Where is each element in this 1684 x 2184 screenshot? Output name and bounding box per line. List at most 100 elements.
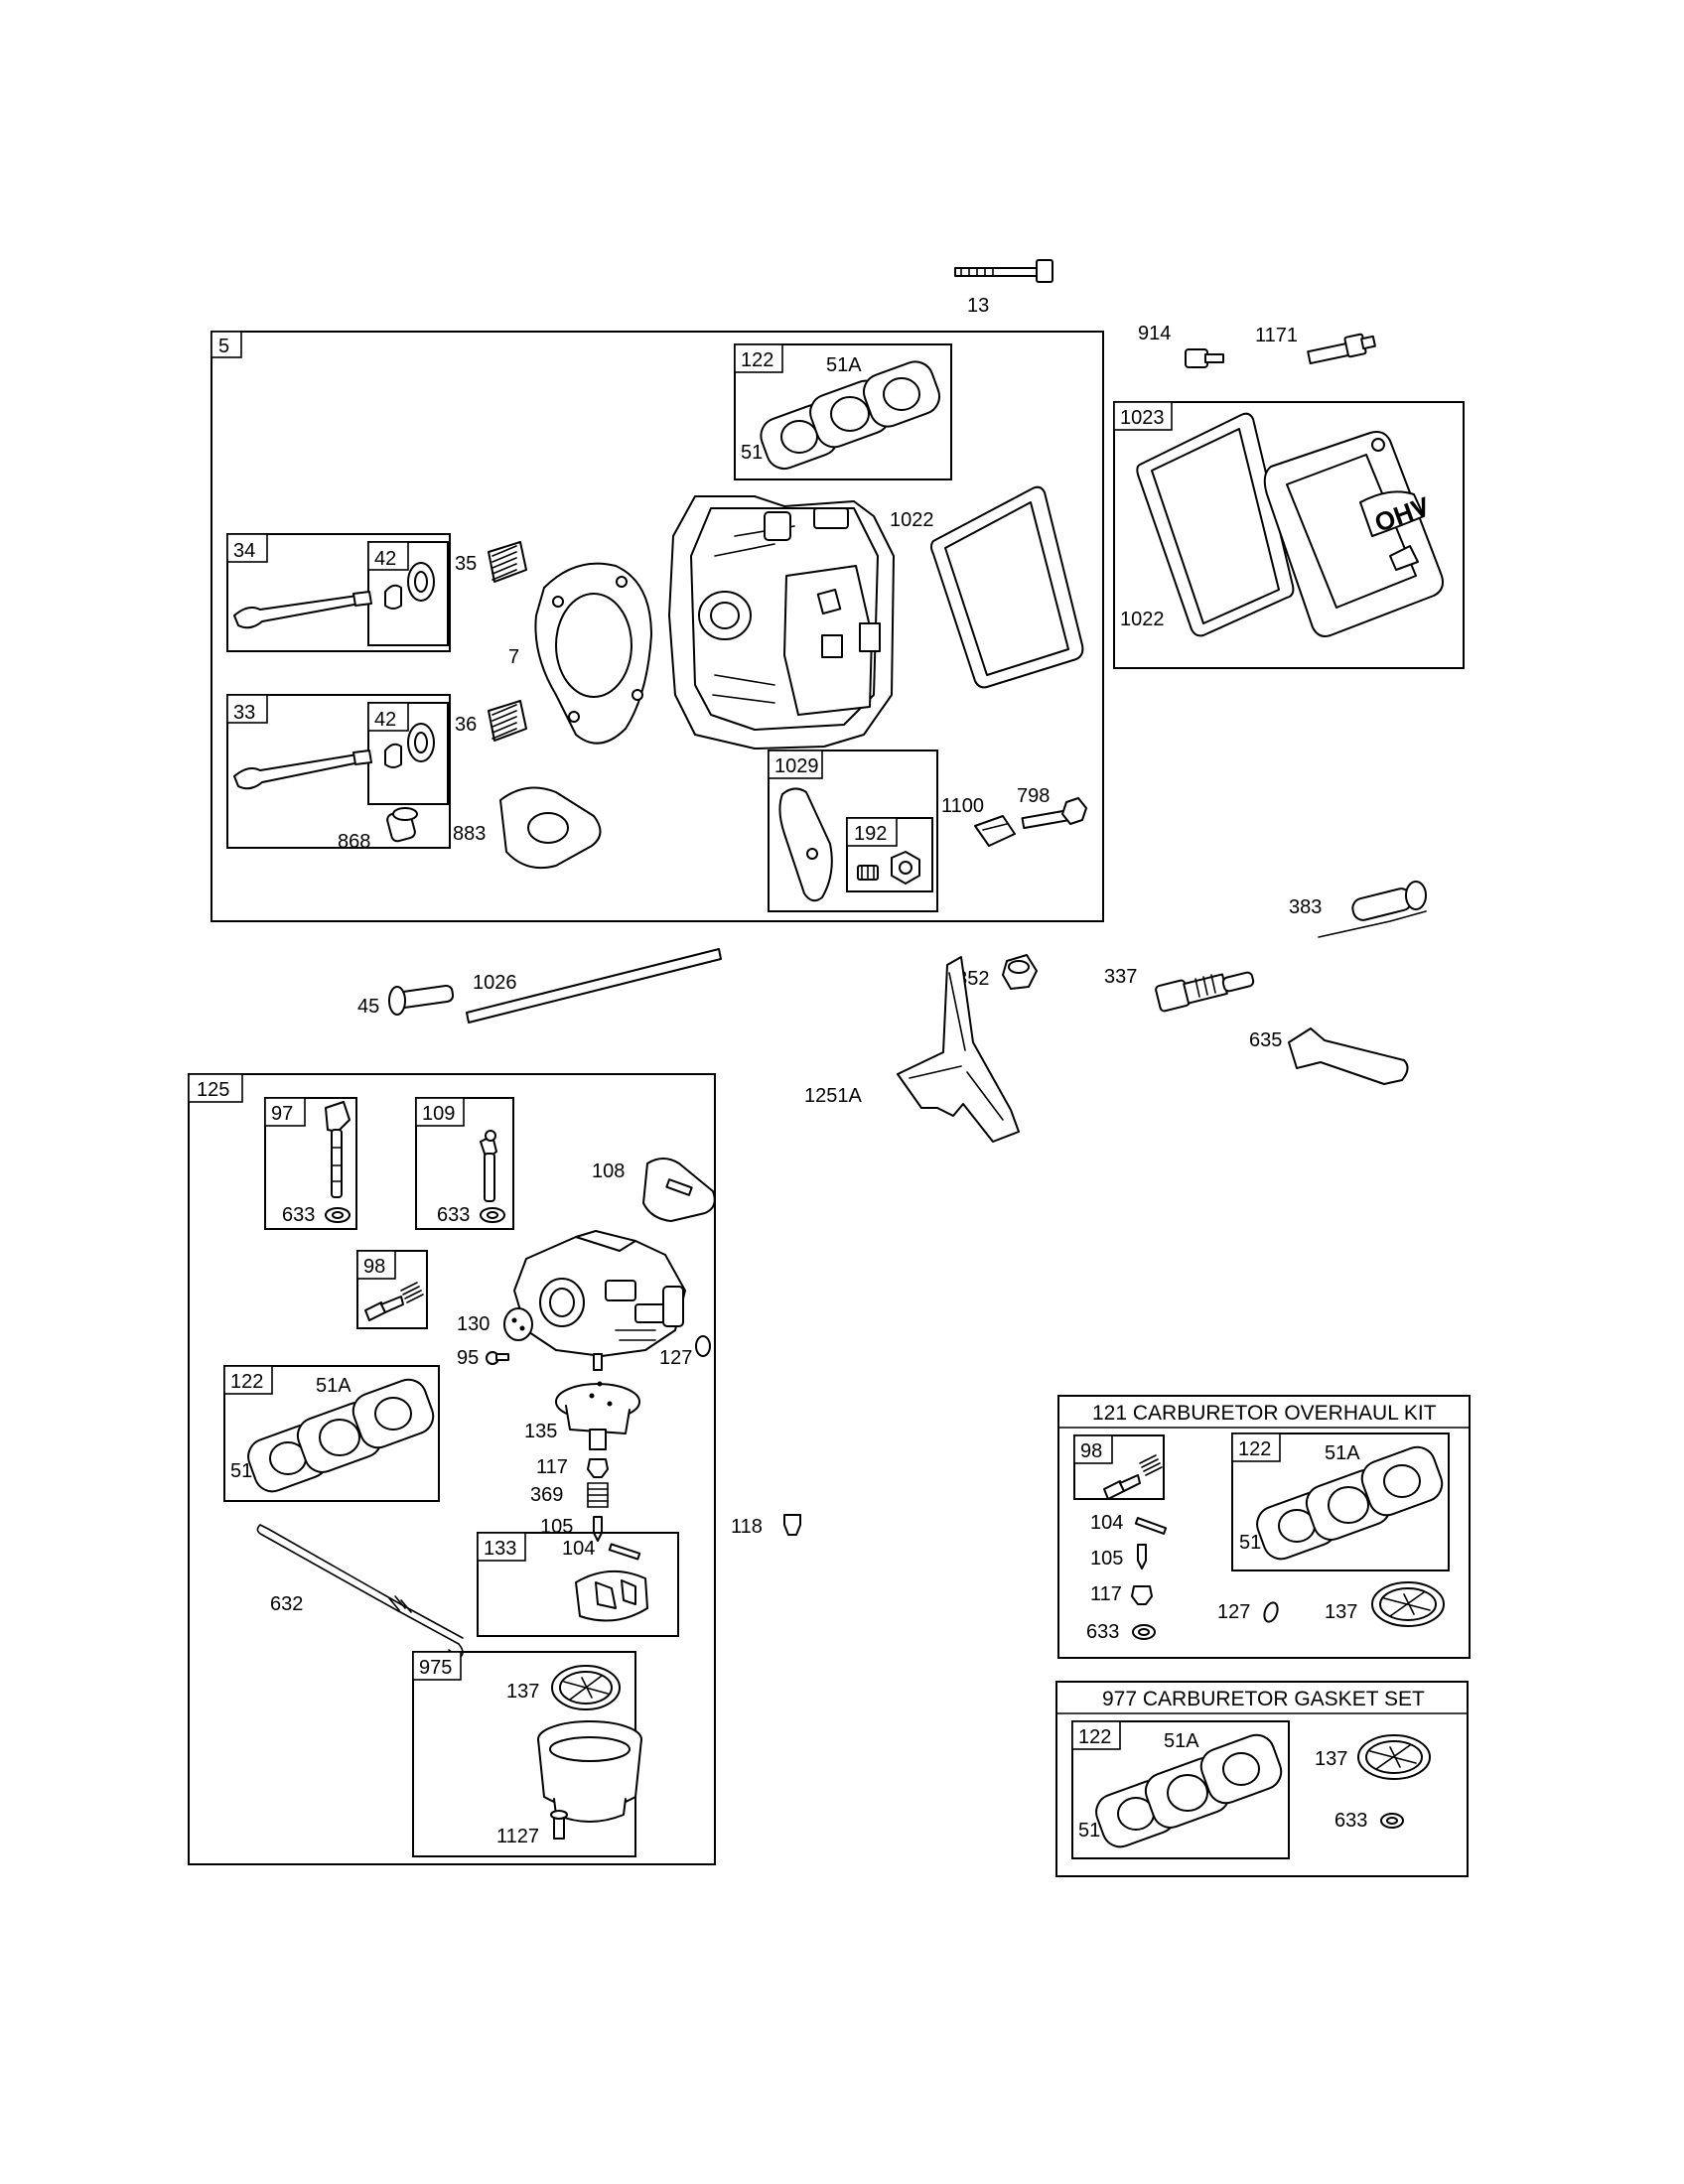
label-117-carb: 117 <box>536 1456 568 1478</box>
o-ring-127-b <box>1263 1601 1279 1623</box>
label-1251A: 1251A <box>804 1085 862 1107</box>
fuel-valve-135 <box>555 1381 640 1450</box>
label-1171: 1171 <box>1255 325 1298 346</box>
tag-97: 97 <box>271 1103 293 1125</box>
rocker-cover-gasket-1022-b <box>1136 412 1295 637</box>
tag-42-a: 42 <box>374 548 396 570</box>
push-rod-1026 <box>466 948 722 1024</box>
bowl-gasket-137-a <box>551 1665 621 1710</box>
label-45: 45 <box>357 996 379 1018</box>
tag-122-b: 122 <box>230 1371 263 1393</box>
box-1023-rocker-cover <box>1113 401 1465 669</box>
label-118: 118 <box>731 1516 763 1538</box>
carburetor-body <box>513 1230 686 1371</box>
label-104-kit: 104 <box>1090 1512 1123 1534</box>
air-baffle-1251A <box>897 956 1020 1143</box>
tag-1029: 1029 <box>774 755 819 777</box>
label-632: 632 <box>270 1593 303 1615</box>
label-35: 35 <box>455 553 477 575</box>
box-125-carburetor-group <box>188 1073 716 1865</box>
label-104-carb: 104 <box>562 1538 595 1560</box>
label-868: 868 <box>338 831 370 853</box>
screw-95 <box>486 1351 509 1365</box>
box-133-float <box>477 1532 679 1637</box>
gasket-51A-d <box>1199 1733 1283 1805</box>
needle-105-a <box>593 1516 603 1542</box>
spring-369 <box>587 1482 609 1508</box>
label-633-set: 633 <box>1334 1810 1367 1832</box>
label-633-kit: 633 <box>1086 1621 1119 1643</box>
label-7: 7 <box>508 646 519 668</box>
label-95: 95 <box>457 1347 479 1369</box>
tag-122-d: 122 <box>1078 1726 1111 1748</box>
needle-105-b <box>1137 1544 1147 1570</box>
label-1100: 1100 <box>941 795 984 817</box>
governor-link-632 <box>256 1524 464 1659</box>
label-1022-top: 1022 <box>890 509 934 531</box>
valve-spring-35 <box>488 541 527 583</box>
label-1026: 1026 <box>473 972 517 994</box>
tag-122-c: 122 <box>1238 1438 1271 1460</box>
throttle-plate-130 <box>503 1307 533 1341</box>
valve-33 <box>233 750 372 790</box>
exhaust-gasket-883 <box>499 786 602 870</box>
label-798: 798 <box>1017 785 1050 807</box>
label-633-97: 633 <box>282 1204 315 1226</box>
tag-192: 192 <box>854 823 887 845</box>
label-108: 108 <box>592 1160 625 1182</box>
tag-122: 122 <box>741 349 773 371</box>
screw-914 <box>1185 348 1224 368</box>
label-51A: 51A <box>826 354 862 376</box>
label-883: 883 <box>453 823 486 845</box>
bowl-gasket-137-c <box>1357 1734 1431 1780</box>
gasket-51A-c <box>1360 1445 1444 1517</box>
label-1127: 1127 <box>496 1826 539 1847</box>
valve-seal-868 <box>386 807 418 843</box>
rocker-cover: OHV <box>1263 431 1444 637</box>
main-jet-117-a <box>587 1458 609 1478</box>
keeper-42-b <box>384 723 435 768</box>
throttle-shaft-97 <box>325 1101 351 1198</box>
label-1022-cover: 1022 <box>1120 609 1165 630</box>
box-5-cylinder-head-group <box>210 331 1104 922</box>
box-122-intake-gaskets <box>734 343 952 480</box>
spark-plug-boot-635 <box>1288 1027 1409 1085</box>
bowl-gasket-137-b <box>1371 1581 1445 1627</box>
seal-633-b <box>480 1207 505 1223</box>
spark-plug-337 <box>1155 971 1255 1013</box>
label-51-d: 51 <box>1078 1820 1100 1842</box>
tag-109: 109 <box>422 1103 455 1125</box>
box-122-gasket-set <box>1071 1720 1290 1859</box>
box-122-carb-gaskets <box>223 1365 440 1502</box>
cylinder-head <box>668 495 895 750</box>
gasket-51A <box>863 360 940 428</box>
label-51A-d: 51A <box>1164 1730 1199 1752</box>
label-51-b: 51 <box>230 1460 252 1482</box>
gasket-108 <box>642 1158 716 1222</box>
label-51A-c: 51A <box>1325 1442 1360 1464</box>
label-137-carb: 137 <box>506 1681 539 1703</box>
rocker-arm <box>778 787 833 902</box>
label-51A-b: 51A <box>316 1375 351 1397</box>
tag-42-b: 42 <box>374 709 396 731</box>
kit-977-title: 977 CARBURETOR GASKET SET <box>1102 1688 1425 1710</box>
keeper-42-a <box>384 562 435 610</box>
pin-104-a <box>608 1543 641 1561</box>
main-jet-117-b <box>1131 1585 1153 1605</box>
seal-633-c <box>1132 1624 1156 1640</box>
nozzle-118 <box>783 1514 801 1536</box>
label-127-carb: 127 <box>659 1347 692 1369</box>
label-13: 13 <box>967 295 989 317</box>
box-977-carburetor-gasket-set <box>1055 1681 1469 1877</box>
bolt-798 <box>1021 797 1087 830</box>
float-bowl <box>537 1720 642 1823</box>
label-117-kit: 117 <box>1090 1583 1122 1605</box>
tappet-45 <box>388 984 455 1016</box>
label-51: 51 <box>741 442 763 464</box>
kit-121-title: 121 CARBURETOR OVERHAUL KIT <box>1092 1402 1437 1425</box>
nut-1352 <box>1002 954 1038 990</box>
o-ring-127-a <box>695 1335 711 1357</box>
pin-104-b <box>1134 1517 1168 1535</box>
rocker-nut <box>891 851 920 885</box>
